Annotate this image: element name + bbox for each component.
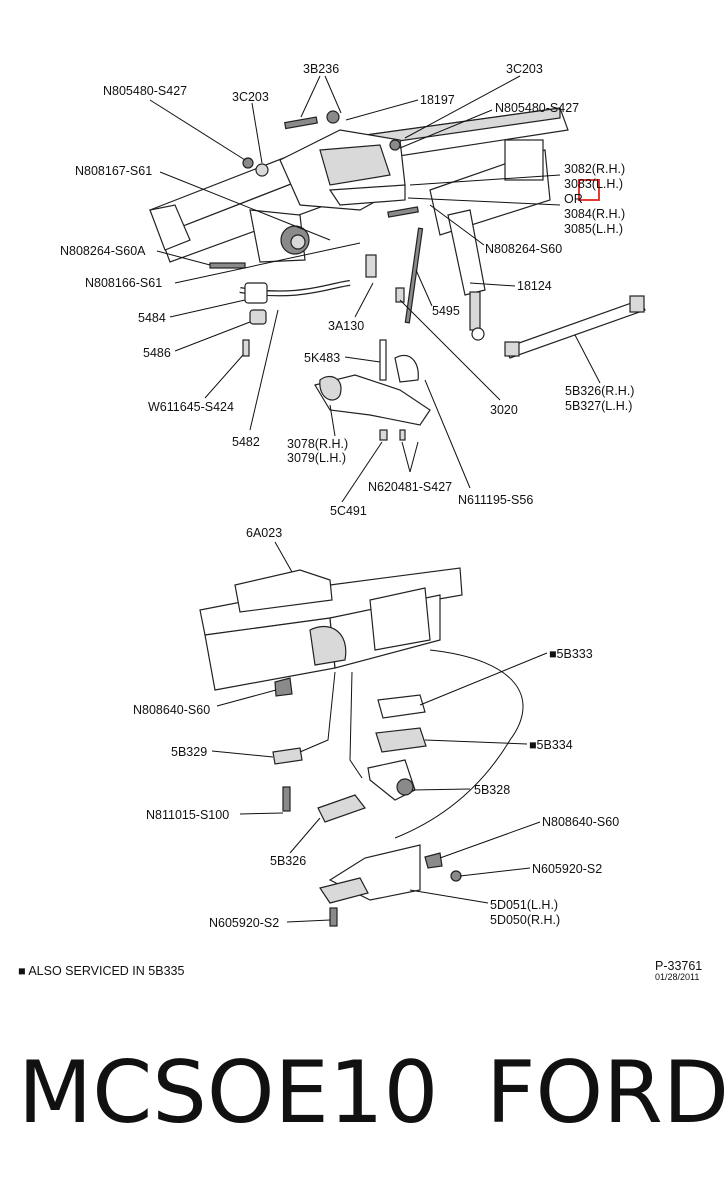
label-N808166: N808166-S61 bbox=[85, 276, 162, 290]
label-3085: 3085(L.H.) bbox=[564, 222, 623, 236]
label-3083: 3083(L.H.) bbox=[564, 177, 623, 191]
label-5K483: 5K483 bbox=[304, 351, 340, 365]
label-N620481: N620481-S427 bbox=[368, 480, 452, 494]
label-3082: 3082(R.H.) bbox=[564, 162, 625, 176]
label-5C491: 5C491 bbox=[330, 504, 367, 518]
label-6A023: 6A023 bbox=[246, 526, 282, 540]
part-labels: 3B236 3C203 N805480-S427 3C203 18197 N80… bbox=[18, 62, 702, 982]
reference-date: 01/28/2011 bbox=[655, 972, 699, 982]
label-N808640-top: N808640-S60 bbox=[133, 703, 210, 717]
label-5B326: 5B326 bbox=[270, 854, 306, 868]
label-N805480-left: N805480-S427 bbox=[103, 84, 187, 98]
parts-diagram: 3B236 3C203 N805480-S427 3C203 18197 N80… bbox=[18, 62, 702, 982]
label-5B333: ■5B333 bbox=[549, 647, 593, 661]
footer-title: MCSOE10 FORD bbox=[18, 1050, 724, 1136]
label-5B327-LH: 5B327(L.H.) bbox=[565, 399, 632, 413]
model-code: MCSOE10 bbox=[18, 1043, 439, 1143]
label-5482: 5482 bbox=[232, 435, 260, 449]
label-5D050: 5D050(R.H.) bbox=[490, 913, 560, 927]
label-3020: 3020 bbox=[490, 403, 518, 417]
highlight-marker bbox=[578, 179, 600, 201]
brand-name: FORD bbox=[486, 1043, 724, 1143]
reference-number: P-33761 bbox=[655, 959, 702, 973]
service-note: ■ ALSO SERVICED IN 5B335 bbox=[18, 964, 184, 978]
label-3B236: 3B236 bbox=[303, 62, 339, 76]
label-5495: 5495 bbox=[432, 304, 460, 318]
label-18124: 18124 bbox=[517, 279, 552, 293]
label-N808167: N808167-S61 bbox=[75, 164, 152, 178]
label-N605920-left: N605920-S2 bbox=[209, 916, 279, 930]
label-5B328: 5B328 bbox=[474, 783, 510, 797]
label-W611645: W611645-S424 bbox=[148, 400, 234, 414]
label-N808264A: N808264-S60A bbox=[60, 244, 146, 258]
label-N808264: N808264-S60 bbox=[485, 242, 562, 256]
label-5484: 5484 bbox=[138, 311, 166, 325]
label-N808640-bottom: N808640-S60 bbox=[542, 815, 619, 829]
label-3078: 3078(R.H.) bbox=[287, 437, 348, 451]
strut-mount-assembly bbox=[199, 567, 524, 927]
label-3A130: 3A130 bbox=[328, 319, 364, 333]
label-5486: 5486 bbox=[143, 346, 171, 360]
label-5B326-RH: 5B326(R.H.) bbox=[565, 384, 634, 398]
label-3C203-left: 3C203 bbox=[232, 90, 269, 104]
label-3079: 3079(L.H.) bbox=[287, 451, 346, 465]
label-3084: 3084(R.H.) bbox=[564, 207, 625, 221]
label-N805480-right: N805480-S427 bbox=[495, 101, 579, 115]
label-OR: OR bbox=[564, 192, 583, 206]
label-5D051: 5D051(L.H.) bbox=[490, 898, 558, 912]
label-N611195: N611195-S56 bbox=[458, 493, 533, 507]
label-3C203-top-right: 3C203 bbox=[506, 62, 543, 76]
label-5B329: 5B329 bbox=[171, 745, 207, 759]
label-5B334: ■5B334 bbox=[529, 738, 573, 752]
leader-lines bbox=[149, 75, 601, 923]
label-18197: 18197 bbox=[420, 93, 455, 107]
front-suspension-assembly bbox=[149, 107, 646, 441]
label-N605920-right: N605920-S2 bbox=[532, 862, 602, 876]
label-N811015: N811015-S100 bbox=[146, 808, 229, 822]
